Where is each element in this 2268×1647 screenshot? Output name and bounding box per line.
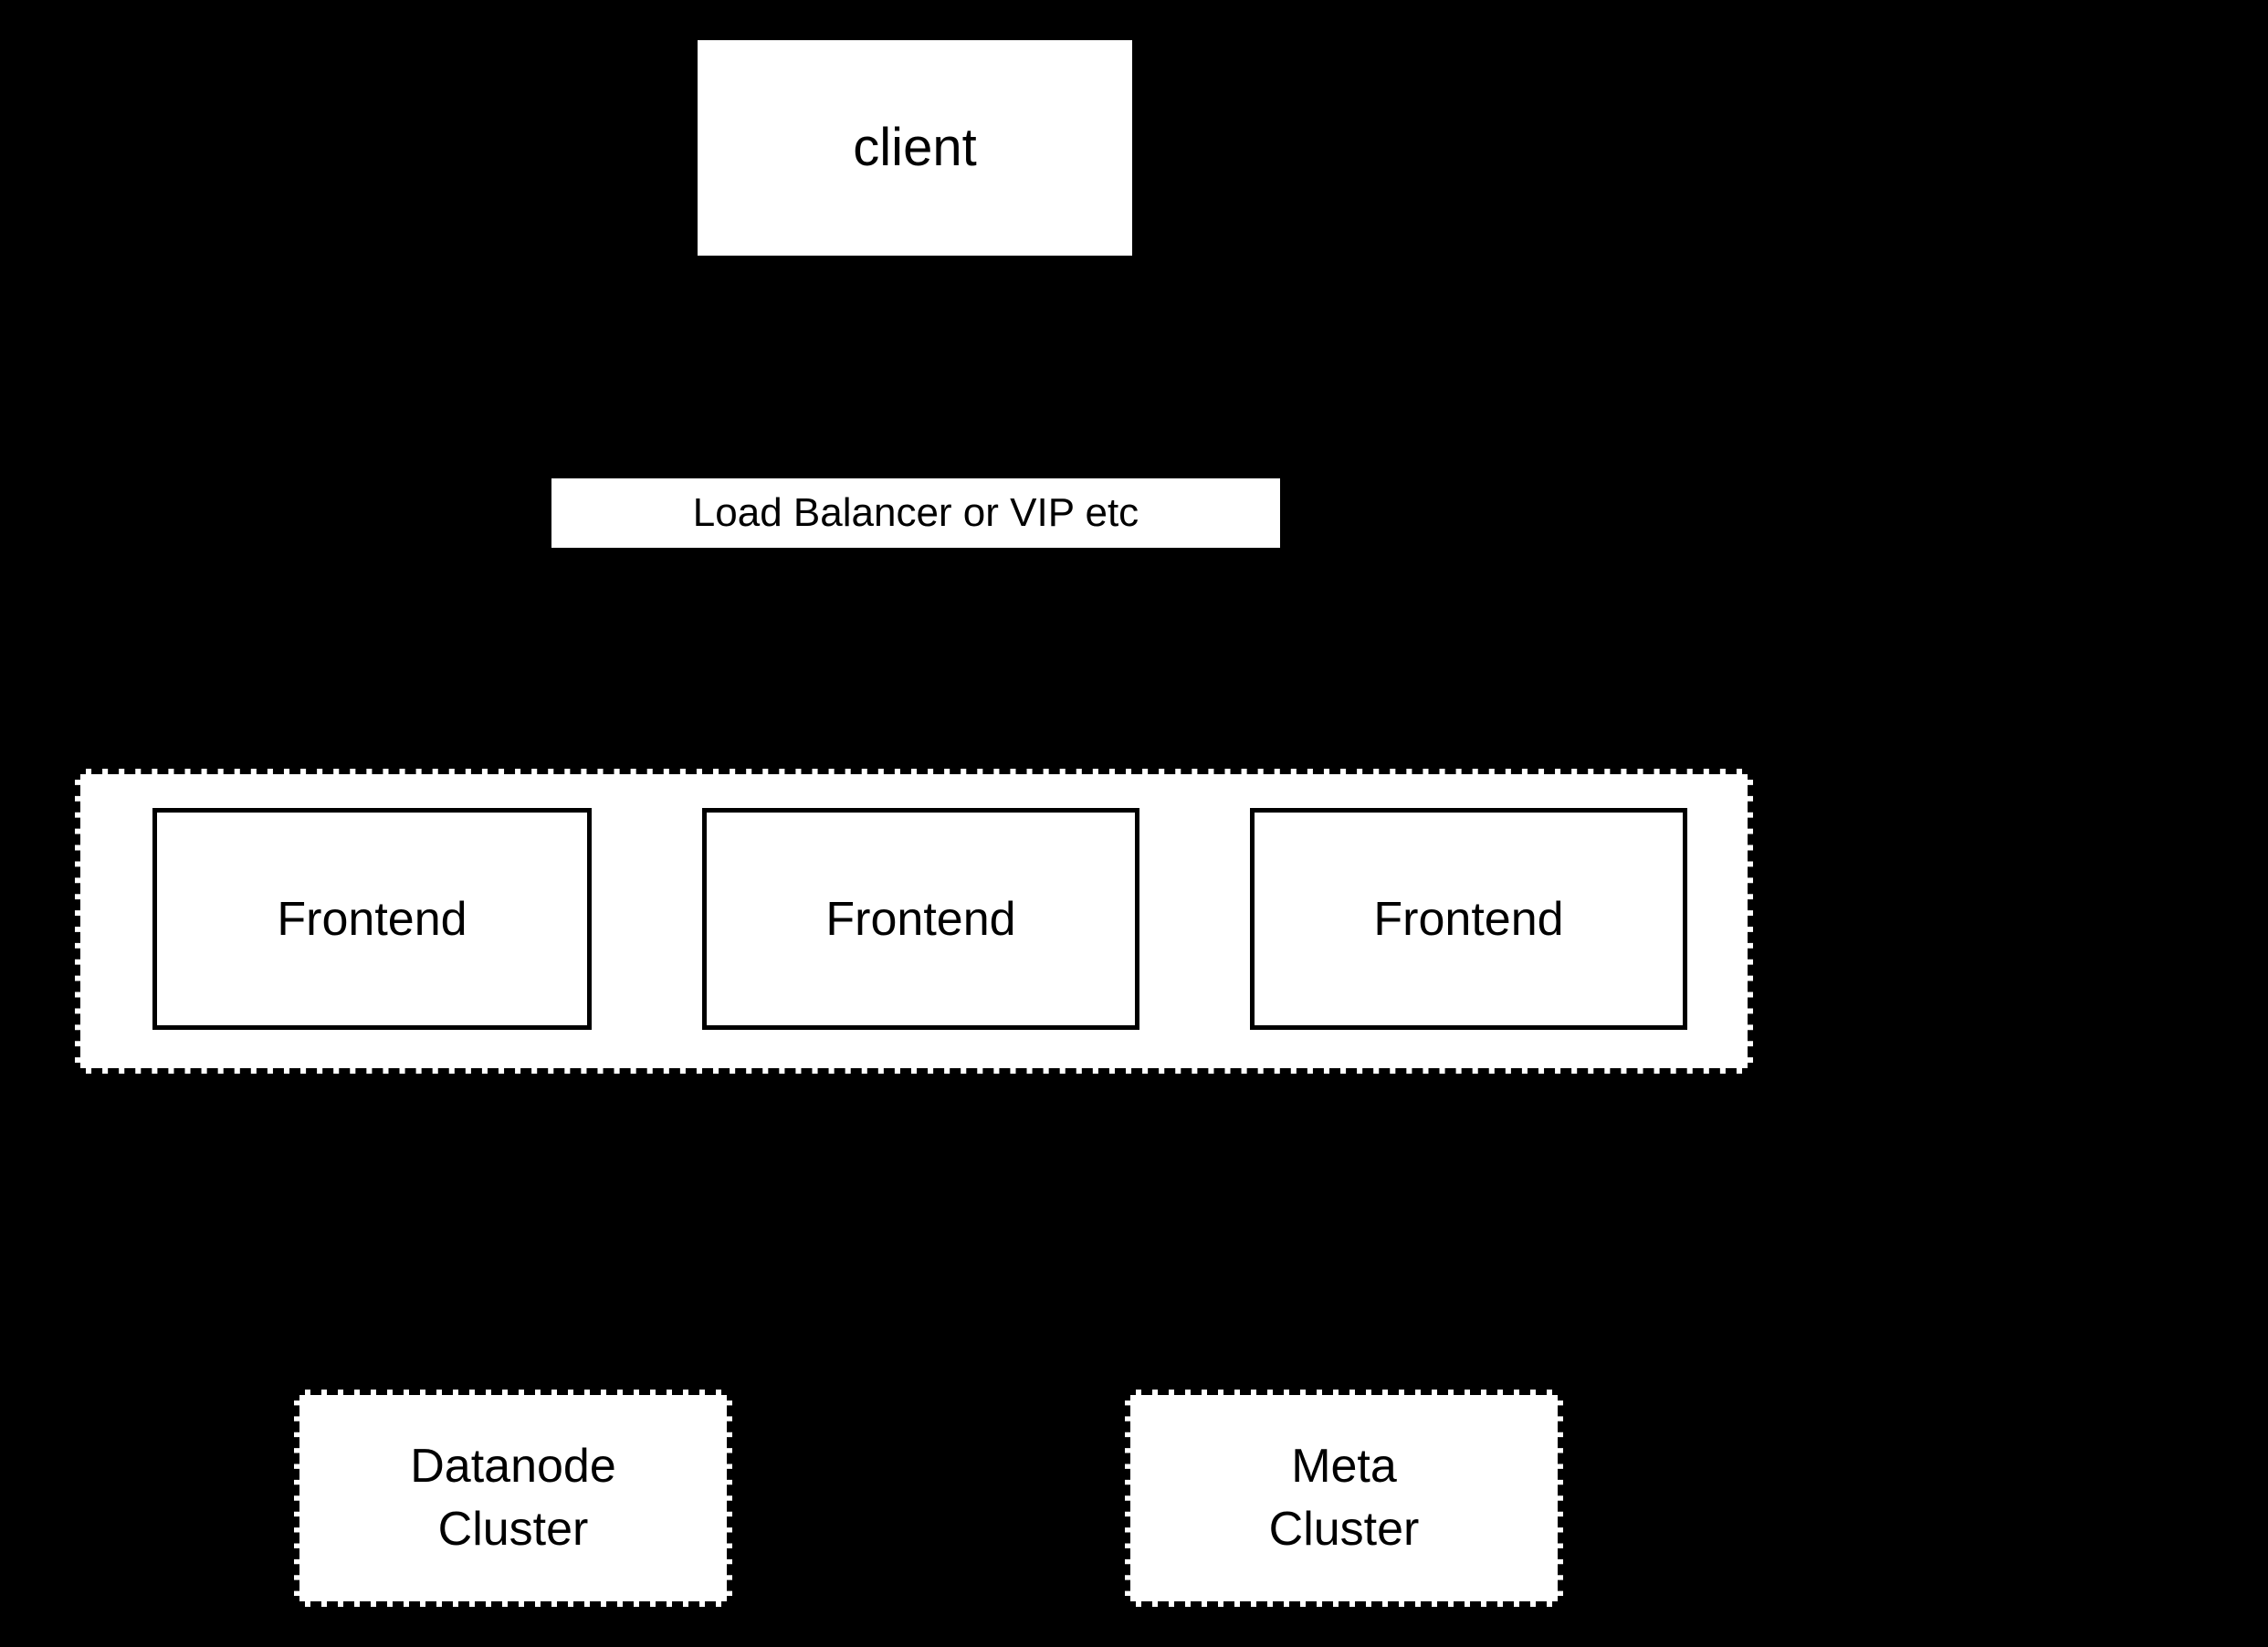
node-meta-cluster[interactable]: Meta Cluster xyxy=(1125,1390,1563,1607)
node-frontend-2[interactable]: Frontend xyxy=(702,808,1139,1030)
node-frontend-3[interactable]: Frontend xyxy=(1250,808,1687,1030)
node-frontend-1[interactable]: Frontend xyxy=(152,808,592,1030)
frontend-cluster-group: Frontend Frontend Frontend xyxy=(75,769,1753,1074)
node-load-balancer[interactable]: Load Balancer or VIP etc xyxy=(551,478,1280,548)
node-client[interactable]: client xyxy=(698,40,1132,256)
node-datanode-cluster[interactable]: Datanode Cluster xyxy=(294,1390,732,1607)
